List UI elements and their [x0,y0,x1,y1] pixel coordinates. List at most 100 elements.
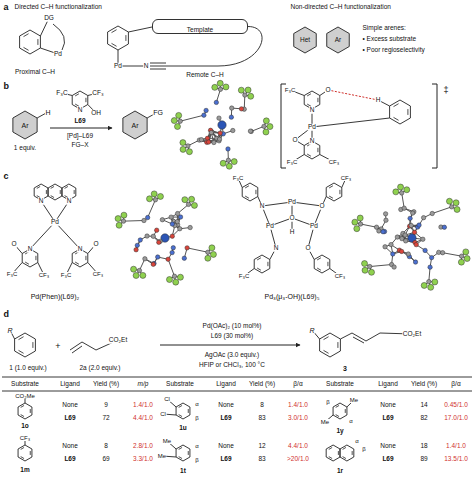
double-bond [329,447,332,449]
text-label: L69 [220,415,232,422]
bond-line [128,27,152,32]
double-bond [188,409,189,413]
text-label: H [289,229,295,236]
text-label: 1.4/1.0 [446,443,467,450]
text-label: 2.8/1.0 [133,443,154,450]
double-bond [324,350,329,353]
double-bond [75,262,79,264]
bond-line [82,342,96,350]
text-label: 83 [258,456,266,463]
double-bond [317,268,321,270]
text-label: CF₃ [92,271,103,277]
text-label: F₃C [232,175,243,181]
text-label: AgOAc (3.0 equiv.) [204,352,259,359]
ring [254,255,270,273]
ring [340,445,354,461]
ring [327,27,350,53]
text-label: 1 (1.0 equiv.) [9,365,47,372]
text-label: α [349,418,353,424]
text-label: Pd₃(μ₃-OH)(L69)₅ [264,293,320,300]
text-label: 3.3/1.0 [133,456,154,463]
double-bond [394,104,399,107]
text-label: 69 [102,456,110,463]
ring [242,183,258,201]
node-text: Template [187,26,213,33]
text-label: FG [153,109,164,116]
text-label: α [195,401,199,407]
ring [176,445,190,461]
bond-line [2,377,472,378]
text-label: L69 [64,456,76,463]
text-label: N [143,63,149,70]
text-label: F₃C [56,90,68,97]
ring [18,445,32,461]
ring [326,445,340,461]
text-label: 1y [336,428,344,435]
double-bond [19,350,24,353]
ring [13,111,37,139]
double-bond [46,190,47,194]
text-label: CF₃ [328,159,339,165]
ring [123,111,147,139]
text-label: 4.4/1.0 [288,443,309,450]
double-bond [257,268,261,270]
text-label: R [7,327,13,334]
text-label: α [195,443,199,449]
text-label: Remote C–H [186,72,225,79]
double-bond [343,447,346,449]
text-label: None [62,443,79,450]
text-label: H [375,97,381,104]
double-bond [352,451,353,455]
text-label: Me [320,419,329,425]
text-label: Pd [288,199,297,206]
text-label: Pd [54,51,63,58]
text-label: Yield (%) [248,381,275,388]
text-label: β [195,415,199,421]
text-label: Pd [310,223,319,230]
text-label: L69 [74,118,86,125]
ts-bracket [281,84,437,168]
double-bond [21,415,24,417]
ring-drawings [13,26,411,461]
double-bond [188,451,189,455]
text-label: 18 [420,443,428,450]
double-bond [85,256,86,260]
ring [18,403,32,419]
text-label: Ligand [378,381,399,388]
double-bond [112,43,117,46]
double-bond [317,258,321,260]
text-label: 14 [420,402,428,409]
double-bond [30,451,31,455]
text-label: L69 [220,456,232,463]
text-label: CO₂Et [402,331,421,338]
double-bond [24,47,29,50]
double-bond [35,256,36,260]
double-bond [75,94,79,96]
ring [294,27,317,53]
text-label: O [305,245,311,252]
text-label: N [38,198,44,205]
double-bond [255,190,256,194]
double-bond [324,337,329,340]
text-label: Pd [114,63,123,70]
text-label: None [380,402,397,409]
text-label: N [273,245,279,252]
text-label: 1.4/1.0 [288,402,309,409]
double-bond [51,186,54,188]
text-label: F₃C [60,272,71,278]
double-bond [245,196,249,198]
double-bond [257,258,261,260]
double-bond [179,405,182,407]
text-label: b [3,82,10,91]
coordination-curve [53,24,65,50]
text-label: • Poor regioselectivity [362,47,425,54]
text-label: F₃C [286,159,297,165]
text-label: Pd(Phen)(L69)₂ [30,293,80,300]
bond-line [2,391,472,392]
double-bond [60,190,61,194]
text-label: CF₃ [92,90,104,97]
bond-line [72,346,82,353]
text-label: 3 [343,365,348,372]
double-bond [329,186,333,188]
crystal-structure [352,184,470,290]
